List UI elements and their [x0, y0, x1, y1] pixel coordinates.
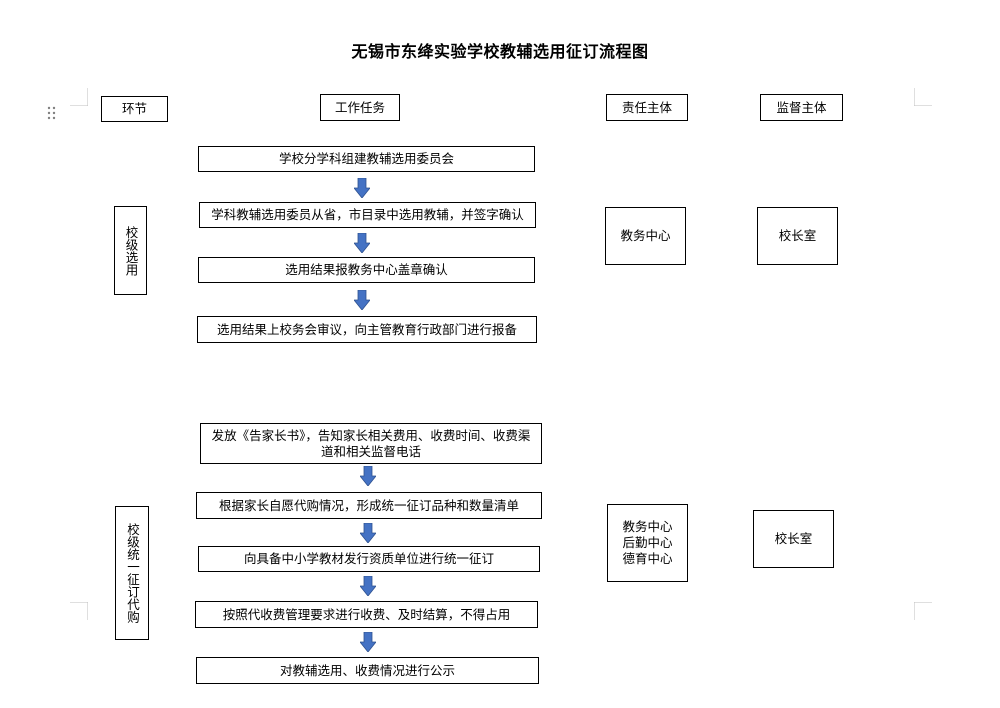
table-move-handle-icon[interactable]	[47, 106, 57, 120]
page-corner-mark	[914, 602, 932, 620]
flow-step: 选用结果上校务会审议，向主管教育行政部门进行报备	[197, 316, 537, 343]
flow-step: 根据家长自愿代购情况，形成统一征订品种和数量清单	[196, 492, 542, 519]
down-arrow-icon	[360, 466, 376, 486]
header-task: 工作任务	[320, 94, 400, 121]
page-corner-mark	[70, 88, 88, 106]
stage-unified-ordering: 校级统一征订代购	[115, 506, 149, 640]
down-arrow-icon	[354, 233, 370, 253]
flow-step: 向具备中小学教材发行资质单位进行统一征订	[198, 546, 540, 572]
flow-step: 选用结果报教务中心盖章确认	[198, 257, 535, 283]
down-arrow-icon	[360, 523, 376, 543]
header-responsible: 责任主体	[606, 94, 688, 121]
flow-step: 对教辅选用、收费情况进行公示	[196, 657, 539, 684]
down-arrow-icon	[360, 576, 376, 596]
flow-step: 学科教辅选用委员从省，市目录中选用教辅，并签字确认	[199, 202, 536, 228]
stage-label: 校级统一征订代购	[125, 523, 140, 623]
down-arrow-icon	[354, 178, 370, 198]
responsible-body: 教务中心 后勤中心 德育中心	[607, 504, 688, 582]
flow-step: 学校分学科组建教辅选用委员会	[198, 146, 535, 172]
page-corner-mark	[70, 602, 88, 620]
down-arrow-icon	[360, 632, 376, 652]
header-stage: 环节	[101, 96, 168, 122]
stage-label: 校级选用	[123, 225, 139, 276]
header-supervisor: 监督主体	[760, 94, 843, 121]
flow-step: 按照代收费管理要求进行收费、及时结算，不得占用	[195, 601, 538, 628]
page-title: 无锡市东绛实验学校教辅选用征订流程图	[351, 42, 649, 61]
supervisor-body: 校长室	[753, 510, 834, 568]
page-corner-mark	[914, 88, 932, 106]
responsible-body: 教务中心	[605, 207, 686, 265]
supervisor-body: 校长室	[757, 207, 838, 265]
down-arrow-icon	[354, 290, 370, 310]
flow-step: 发放《告家长书》，告知家长相关费用、收费时间、收费渠 道和相关监督电话	[200, 423, 542, 464]
stage-school-selection: 校级选用	[114, 206, 147, 295]
